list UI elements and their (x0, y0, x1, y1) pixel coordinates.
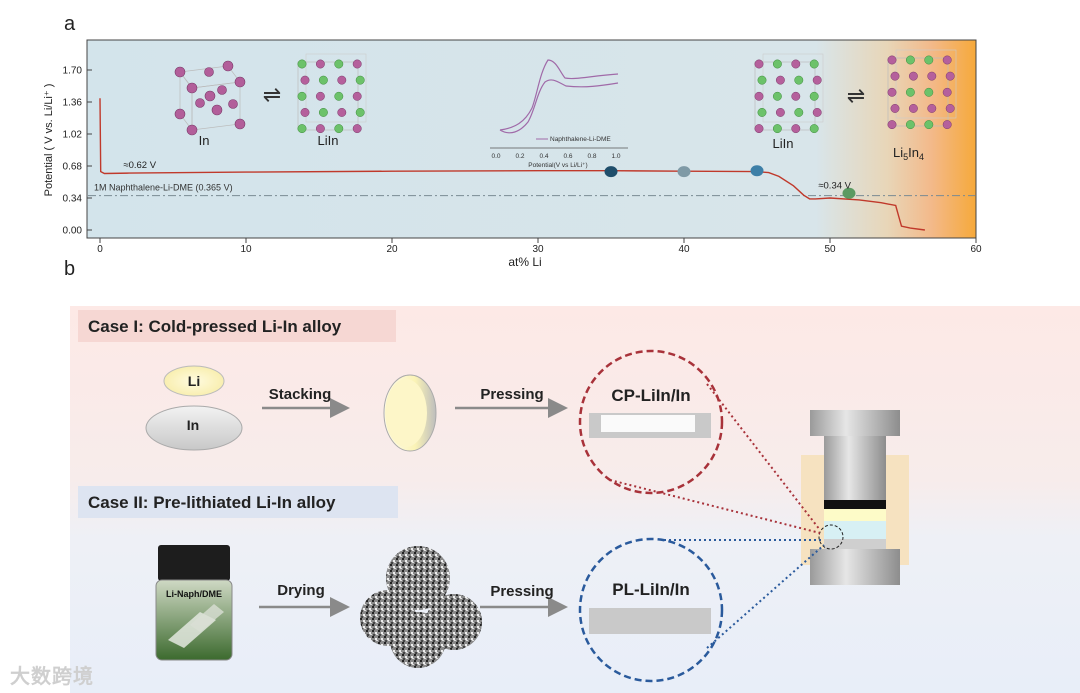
y-tick-label: 0.68 (63, 162, 83, 173)
li5in4-label-sub1: 5 (903, 152, 908, 162)
liin-right-label: LiIn (773, 136, 794, 151)
x-tick-label: 30 (532, 244, 544, 255)
case2-result: PL-LiIn/In (612, 580, 689, 599)
inset-tick-label: 0.2 (515, 153, 524, 160)
case1-title-box (78, 310, 396, 342)
li5in4-label-part2: In (908, 145, 919, 160)
press-cell-icon (801, 410, 909, 585)
inset-x-label: Potential(V vs Li/Li⁺) (528, 162, 587, 169)
case2-step2: Pressing (490, 583, 553, 600)
y-axis-label: Potential ( V vs. Li/Li⁺ ) (43, 84, 55, 197)
pressed-pellet-icon (383, 374, 437, 452)
bottle-icon (155, 545, 233, 661)
pellet-face (385, 379, 427, 447)
curve-marker (677, 166, 691, 178)
in-disk-icon (145, 405, 243, 451)
powder-particles-icon (360, 546, 482, 668)
li-disk-icon (163, 365, 225, 397)
liin-left-structure-icon (297, 53, 367, 134)
reference-line-label: 1M Naphthalene-Li-DME (0.365 V) (94, 183, 233, 193)
case1-zoom-circle (578, 349, 724, 495)
pl-layer-icon (589, 608, 711, 634)
liin-left-label: LiIn (318, 133, 339, 148)
inset-tick-label: 0.8 (587, 153, 596, 160)
y-tick-label: 1.36 (63, 98, 83, 109)
x-axis: 0 10 20 30 40 50 60 (97, 238, 982, 255)
curve-marker (842, 187, 856, 199)
li5in4-label-sub2: 4 (919, 152, 924, 162)
li5in4-label: Li5In4 (893, 145, 924, 162)
case1-li-label: Li (188, 373, 200, 389)
case1-step1: Stacking (269, 386, 332, 403)
y-tick-label: 1.70 (63, 66, 83, 77)
inset-cv-curve (499, 59, 619, 134)
left-arrows: ⇌ (263, 82, 281, 107)
x-tick-label: 40 (678, 244, 690, 255)
panel-b-background (70, 306, 1080, 693)
curve-marker (750, 165, 764, 177)
inset-tick-label: 0.6 (563, 153, 572, 160)
y-axis: 0.00 0.34 0.68 1.02 1.36 1.70 (63, 66, 92, 237)
in-label: In (199, 133, 210, 148)
panel-a-figure: a 0.00 0.34 0.68 1.02 1.36 1.70 0 10 20 30 40 50 60… (43, 13, 982, 269)
inset-legend: Naphthalene-Li-DME (550, 136, 611, 143)
x-tick-label: 10 (240, 244, 252, 255)
watermark: 大数跨境 (10, 664, 94, 688)
plot-area (86, 39, 977, 239)
cp-layer-icon (589, 413, 711, 438)
x-axis-label: at% Li (508, 255, 541, 269)
inset-tick-label: 0.4 (539, 153, 548, 160)
x-tick-label: 60 (970, 244, 982, 255)
case1-title: Case I: Cold-pressed Li-In alloy (88, 317, 342, 336)
right-arrows: ⇌ (847, 83, 865, 108)
y-tick-label: 1.02 (63, 130, 83, 141)
case1-step2: Pressing (480, 386, 543, 403)
curve-annotation: ≈0.62 V (123, 160, 156, 171)
x-tick-label: 20 (386, 244, 398, 255)
case2-title: Case II: Pre-lithiated Li-In alloy (88, 493, 336, 512)
curve-annotation: ≈0.34 V (818, 181, 851, 192)
potential-curve (99, 98, 925, 231)
case1-in-label: In (187, 417, 199, 433)
inset-tick-label: 1.0 (611, 153, 620, 160)
x-tick-label: 0 (97, 244, 103, 255)
li5in4-label-part1: Li (893, 145, 903, 160)
cp-layer-inner (601, 415, 695, 432)
curve-marker (604, 166, 618, 178)
case1-connector-bottom (609, 479, 821, 534)
case2-connector-bottom (706, 544, 825, 649)
inset-tick-label: 0.0 (491, 153, 500, 160)
curve-annotations: ≈0.62 V ≈0.34 V (123, 160, 851, 192)
y-tick-label: 0.34 (63, 194, 83, 205)
x-tick-label: 50 (824, 244, 836, 255)
case1-result: CP-LiIn/In (611, 386, 690, 405)
li5in4-structure-icon (887, 49, 957, 130)
inset-cv-plot: Naphthalene-Li-DME 0.0 0.2 0.4 0.6 0.8 1.0 Po… (490, 59, 628, 169)
panel-a-letter: a (64, 13, 76, 35)
in-structure-icon (174, 60, 246, 136)
curve-markers (604, 165, 856, 199)
case2-zoom-circle (578, 537, 724, 683)
liin-right-structure-icon (754, 53, 824, 134)
case2-title-box (78, 486, 398, 518)
bottle-label: Li-Naph/DME (166, 589, 222, 599)
case1-connector-top (706, 383, 821, 531)
case2-step1: Drying (277, 582, 325, 599)
y-tick-label: 0.00 (63, 226, 83, 237)
